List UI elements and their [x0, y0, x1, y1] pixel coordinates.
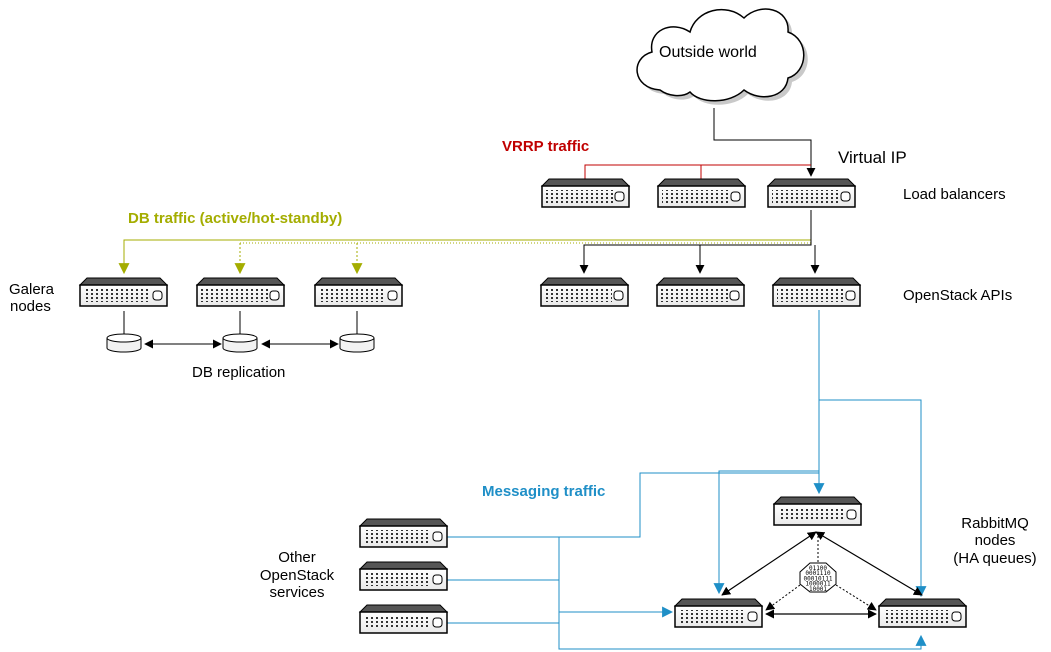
virtual-ip-label: Virtual IP	[838, 148, 907, 167]
galera-disk-links	[123, 311, 358, 336]
openstack-api-server	[771, 277, 862, 307]
server-group	[78, 178, 968, 634]
other-services-label-line1: Other	[278, 549, 316, 566]
openstack-service-server	[358, 561, 449, 591]
rabbitmq-cluster-links	[721, 531, 923, 619]
cloud-icon	[636, 8, 808, 105]
load-balancers-label: Load balancers	[903, 186, 1006, 203]
database-disk-icon	[106, 333, 142, 353]
openstack-api-server	[655, 277, 746, 307]
other-services-label-line3: services	[269, 584, 325, 601]
load-balancer-server	[540, 178, 631, 208]
galera-label-line2: nodes	[10, 298, 51, 315]
disk-group	[106, 333, 375, 353]
rabbitmq-sync-links	[765, 532, 877, 611]
rabbitmq-server	[673, 598, 764, 628]
galera-server	[78, 277, 169, 307]
outside-link	[713, 108, 816, 177]
rabbitmq-server	[772, 496, 863, 526]
openstack-service-server	[358, 604, 449, 634]
messaging-label: Messaging traffic	[482, 483, 606, 500]
database-disk-icon	[339, 333, 375, 353]
api-links	[579, 210, 820, 274]
galera-label-line1: Galera	[9, 281, 55, 298]
database-disk-icon	[222, 333, 258, 353]
vrrp-links	[584, 164, 811, 179]
openstack-apis-label: OpenStack APIs	[903, 287, 1013, 304]
vrrp-label: VRRP traffic	[502, 138, 590, 155]
galera-server	[313, 277, 404, 307]
load-balancer-server	[766, 178, 857, 208]
messaging-links	[444, 310, 927, 650]
rabbitmq-label-line3: (HA queues)	[953, 550, 1037, 567]
rabbitmq-server	[877, 598, 968, 628]
db-replication-label: DB replication	[192, 364, 286, 381]
rabbitmq-label-line2: nodes	[974, 532, 1016, 549]
openstack-api-server	[539, 277, 630, 307]
db-traffic-label: DB traffic (active/hot-standby)	[128, 210, 343, 227]
load-balancer-server	[656, 178, 747, 208]
openstack-service-server	[358, 518, 449, 548]
galera-server	[195, 277, 286, 307]
cloud-label: Outside world	[659, 44, 757, 61]
other-services-label-line2: OpenStack	[259, 567, 335, 584]
rabbitmq-label-line1: RabbitMQ	[961, 515, 1029, 532]
